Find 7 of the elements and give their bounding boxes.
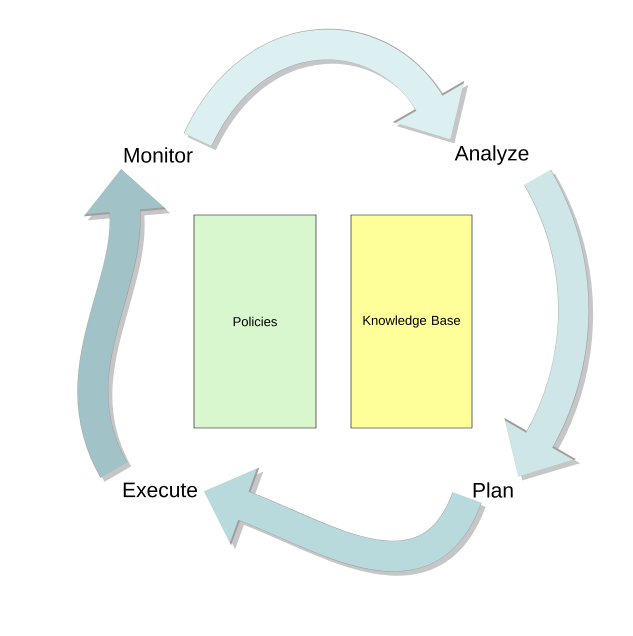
store-box: Policies	[194, 214, 316, 428]
stage-label: Plan	[474, 482, 513, 498]
stage-label: Execute	[124, 482, 197, 498]
stage-label: Analyze	[454, 145, 528, 165]
stage-label: Monitor	[124, 147, 193, 163]
store-box: Knowledge Base	[350, 214, 472, 428]
cycle-arrow	[184, 29, 468, 152]
